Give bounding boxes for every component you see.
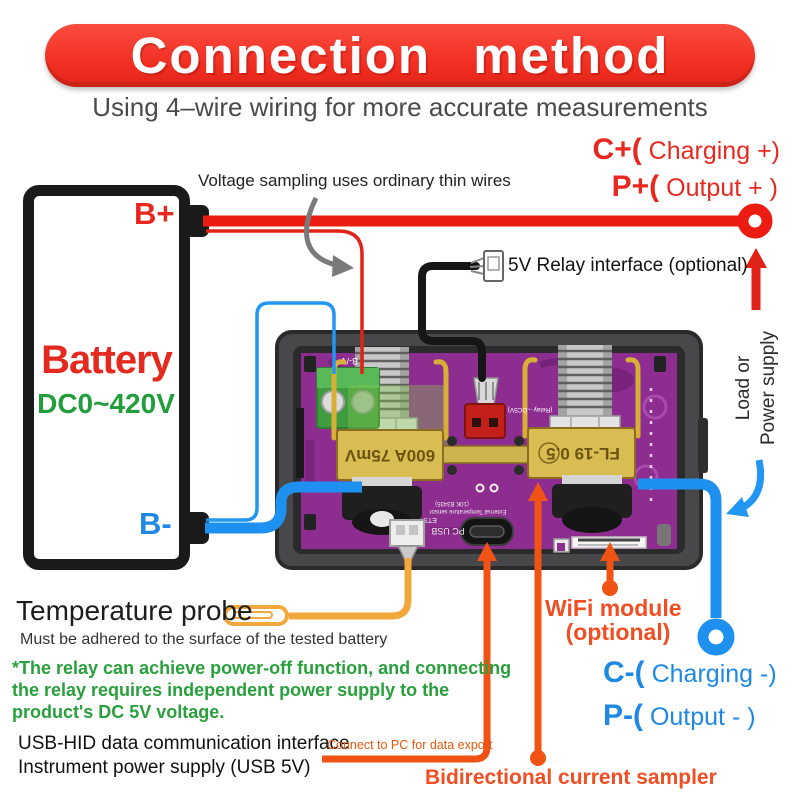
shunt-left-label: 600A 75mV — [344, 446, 435, 465]
relay-plug-icon — [469, 250, 504, 282]
shunt-right-label: FL-19 0.5 — [546, 444, 620, 463]
shunt-post-right — [549, 345, 621, 443]
output-plus-prefix: P+( — [611, 170, 660, 203]
charging-minus-rest: Charging -) — [644, 660, 777, 688]
shunt-bridge — [440, 445, 531, 464]
subtitle: Using 4–wire wiring for more accurate me… — [92, 92, 708, 122]
blue-negative-wire-right — [638, 478, 722, 618]
output-plus-rest: Output + ) — [659, 174, 778, 202]
blue-curve-arrow — [726, 459, 765, 517]
post-base-right — [552, 475, 632, 533]
case-screw — [657, 524, 671, 546]
wifi-module-label: WiFi module — [545, 595, 682, 621]
red-up-arrow — [745, 248, 767, 310]
pcb-terminal-label: B-/V- — [338, 356, 358, 366]
charging-minus-label: C-( Charging -) — [603, 656, 777, 690]
load-power-supply-label: Load or Power supply — [732, 313, 792, 463]
b-plus-label: B+ — [134, 196, 175, 231]
charging-plus-label: C+( Charging +) — [593, 133, 780, 167]
temperature-probe-note: Must be adhered to the surface of the te… — [20, 631, 388, 648]
pcb-photo: B-/V- 600A 75mV FL-19 0.5 — [275, 330, 708, 570]
battery-bplus-tab — [183, 205, 209, 237]
temp-sensor-label: External Temperature sensor — [430, 508, 507, 514]
battery-box — [23, 185, 190, 570]
load-line1: Load or — [733, 355, 754, 421]
usb-hid-label: USB-HID data communication interface — [18, 733, 350, 754]
battery-bminus-tab — [183, 512, 209, 544]
ets-label: ETS — [423, 516, 437, 523]
wifi-optional-label: (optional) — [565, 619, 671, 645]
relay-note-line1: *The relay can achieve power-off functio… — [12, 658, 512, 678]
relay-pcb-label: (Relay→DC5V) — [508, 406, 553, 413]
relay-note-line3: product's DC 5V voltage. — [12, 702, 225, 722]
temperature-probe-label: Temperature probe — [16, 595, 253, 626]
temp-probe-wire — [223, 558, 412, 626]
output-minus-prefix: P-( — [603, 699, 643, 732]
relay-cable — [418, 262, 486, 382]
output-minus-rest: Output - ) — [643, 703, 756, 731]
output-minus-label: P-( Output - ) — [603, 699, 756, 733]
output-plus-label: P+( Output + ) — [612, 170, 778, 204]
page-title: Connection method — [130, 27, 670, 84]
battery-name: Battery — [41, 338, 173, 382]
blue-ring-terminal — [697, 618, 735, 656]
b-minus-label: B- — [139, 506, 172, 541]
voltage-sampling-note: Voltage sampling uses ordinary thin wire… — [198, 171, 511, 190]
shunt-pointer-line — [528, 482, 548, 766]
shunt-block-left: 600A 75mV — [336, 429, 444, 481]
relay-interface-label: 5V Relay interface (optional) — [508, 255, 748, 276]
temp-sensor-value: (10K B3435) — [435, 500, 469, 506]
charging-plus-rest: Charging +) — [641, 137, 780, 165]
instrument-power-label: Instrument power supply (USB 5V) — [18, 757, 311, 778]
charging-minus-prefix: C-( — [603, 656, 645, 689]
usbc-port: PC USB — [431, 517, 514, 546]
sense-wire-blue — [206, 301, 336, 522]
sense-wire-red — [206, 229, 364, 374]
usb-pcb-label: PC USB — [431, 526, 465, 536]
relay-note: *The relay can achieve power-off functio… — [12, 657, 511, 723]
charging-plus-prefix: C+( — [592, 133, 642, 166]
temp-connector — [389, 519, 425, 568]
red-ring-terminal — [737, 203, 773, 239]
connect-pc-note: Connect to PC for data export — [327, 738, 493, 752]
current-sampler-label: Bidirectional current sampler — [425, 766, 717, 789]
load-line2: Power supply — [757, 330, 779, 446]
battery-voltage-range: DC0~420V — [37, 388, 175, 419]
gray-pointer-arrow — [304, 196, 354, 277]
usb-pointer-line — [322, 542, 497, 763]
blue-negative-wire-left — [205, 481, 362, 534]
relay-connector: (Relay→DC5V) — [464, 377, 553, 439]
relay-note-line2: the relay requires independent power sup… — [12, 680, 450, 700]
shunt-block-right: FL-19 0.5 — [527, 427, 636, 479]
title-banner: Connection method — [45, 24, 755, 87]
wifi-pointer-line — [600, 542, 620, 596]
